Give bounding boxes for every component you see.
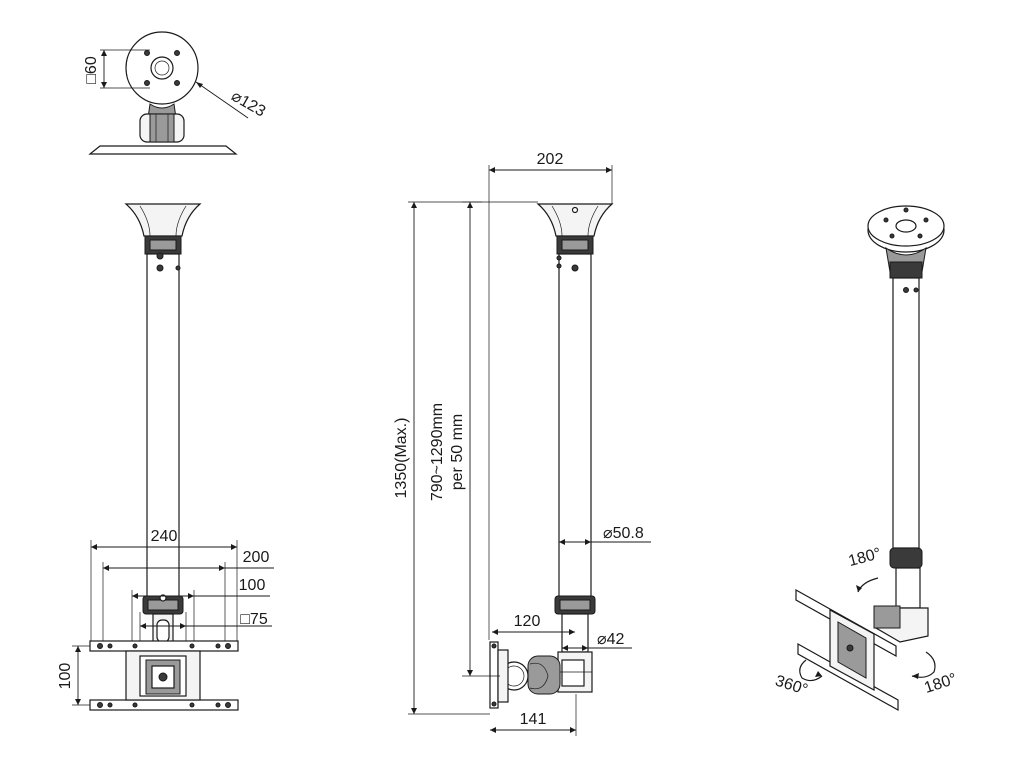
top-diameter-label: ⌀123 [228,88,268,121]
side-vesa-plate [489,641,499,709]
offset-120-label: 120 [514,613,541,630]
rotate-arrow-right-icon [911,651,936,678]
width-100-label: 100 [239,577,266,594]
range-line2-label: per 50 mm [449,414,466,490]
rotate-arrow-360-icon [799,659,823,682]
perspective-view: 180° 360° 180° [773,205,959,712]
height-100-label: 100 [57,663,74,690]
plate-hole [144,50,150,56]
rot-360-label: 360° [773,673,810,699]
diameter-42-label: ⌀42 [597,631,625,648]
side-view: 202 1350(Max.) 790~1290mm per 50 mm ⌀50.… [393,151,651,736]
vesa-plate-top [88,145,238,155]
offset-141-label: 141 [520,711,547,728]
width-200-label: 200 [243,549,270,566]
top-square-label: □60 [83,56,100,84]
rot-180-right-label: 180° [922,671,959,697]
side-ceiling-flange [536,203,614,237]
persp-pole [892,277,920,549]
plate-hole [174,80,180,86]
plate-hole [174,50,180,56]
ceiling-plate-center-hole [150,56,174,80]
side-pole [558,253,592,601]
width-202-label: 202 [537,151,564,168]
width-240-label: 240 [151,528,178,545]
square-75-label: □75 [240,611,268,628]
front-view: 240 200 100 □75 100 [57,203,274,711]
height-max-label: 1350(Max.) [393,418,410,499]
plate-hole [144,80,150,86]
diameter-pole-label: ⌀50.8 [603,525,644,542]
ceiling-flange [124,203,202,237]
pole [146,253,180,601]
rotate-arrow-top-icon [857,577,879,593]
rot-180-top-label: 180° [847,545,883,570]
top-view: □60 ⌀123 [83,31,268,155]
range-line1-label: 790~1290mm [429,403,446,501]
